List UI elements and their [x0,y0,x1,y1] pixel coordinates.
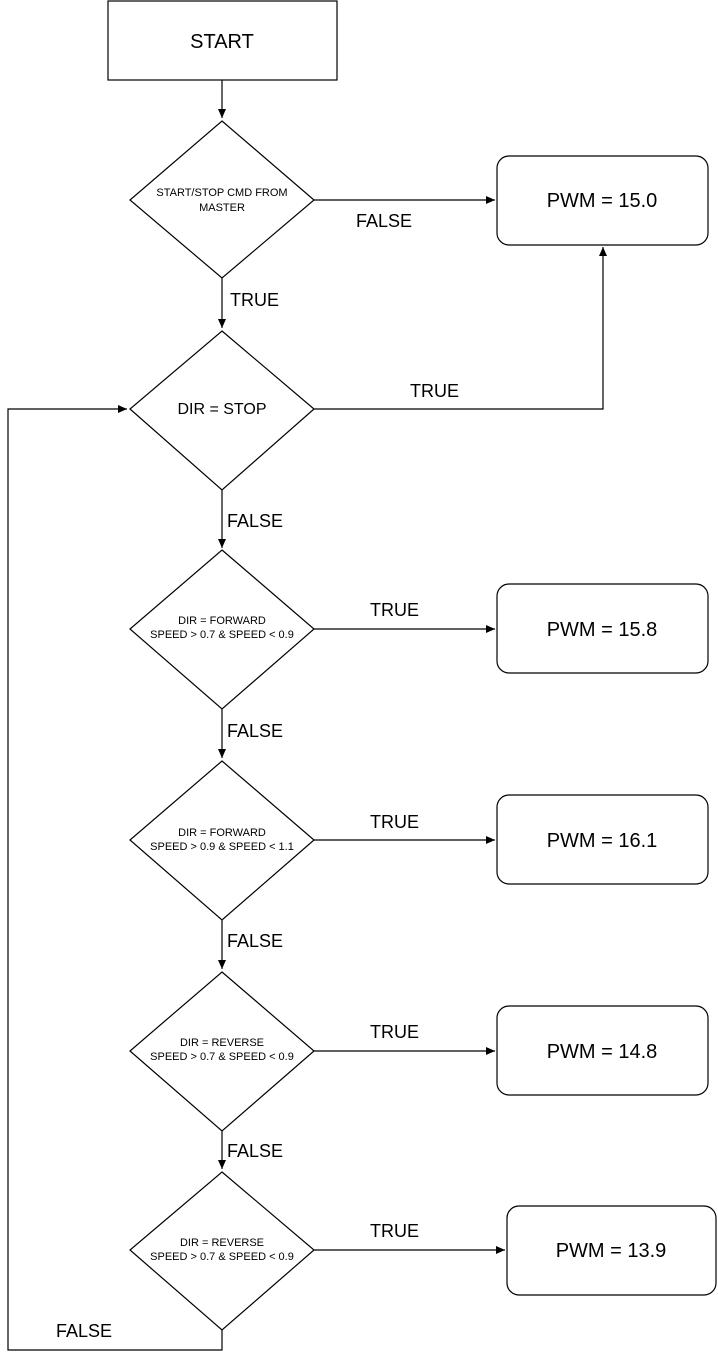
edge-label-fwd-high-false: FALSE [227,931,283,951]
edge-label-rev-2-false: FALSE [56,1321,112,1341]
edge-label-stop-true: TRUE [410,381,459,401]
pwm-13-9-label: PWM = 13.9 [556,1240,667,1262]
pwm-13-9-node: PWM = 13.9 [506,1205,717,1296]
pwm-16-1-label: PWM = 16.1 [547,830,658,852]
decision-reverse-2-line1: DIR = REVERSE [180,1237,264,1249]
edge-label-fwd-high-true: TRUE [370,812,419,832]
start-node: START [107,0,338,81]
decision-dir-stop-label: DIR = STOP [177,401,266,418]
edge-stop-true [314,247,607,410]
decision-reverse-1-line2: SPEED > 0.7 & SPEED < 0.9 [150,1051,294,1063]
edge-rev-2-false [7,405,223,1351]
decision-reverse-2: DIR = REVERSE SPEED > 0.7 & SPEED < 0.9 [129,1171,315,1331]
edge-label-rev-2-true: TRUE [370,1221,419,1241]
decision-forward-high-line1: DIR = FORWARD [178,827,266,839]
edge-label-master-false: FALSE [356,211,412,231]
pwm-15-8-label: PWM = 15.8 [547,619,658,641]
decision-dir-stop: DIR = STOP [129,330,315,491]
decision-reverse-1: DIR = REVERSE SPEED > 0.7 & SPEED < 0.9 [129,971,315,1132]
edge-label-fwd-low-false: FALSE [227,721,283,741]
edge-label-stop-false: FALSE [227,511,283,531]
edge-label-rev-1-true: TRUE [370,1022,419,1042]
start-label: START [190,31,254,53]
decision-reverse-1-line1: DIR = REVERSE [180,1037,264,1049]
pwm-15-0-node: PWM = 15.0 [496,155,709,246]
decision-forward-low: DIR = FORWARD SPEED > 0.7 & SPEED < 0.9 [129,549,315,710]
decision-forward-high-line2: SPEED > 0.9 & SPEED < 1.1 [150,841,294,853]
decision-reverse-2-line2: SPEED > 0.7 & SPEED < 0.9 [150,1251,294,1263]
decision-forward-low-line2: SPEED > 0.7 & SPEED < 0.9 [150,629,294,641]
pwm-14-8-label: PWM = 14.8 [547,1041,658,1063]
pwm-16-1-node: PWM = 16.1 [496,794,709,885]
decision-forward-high: DIR = FORWARD SPEED > 0.9 & SPEED < 1.1 [129,760,315,921]
decision-master-cmd: START/STOP CMD FROM MASTER [129,120,315,279]
decision-forward-low-line1: DIR = FORWARD [178,615,266,627]
decision-master-cmd-line1: START/STOP CMD FROM [156,187,287,199]
pwm-14-8-node: PWM = 14.8 [496,1005,709,1096]
pwm-15-0-label: PWM = 15.0 [547,190,658,212]
edge-label-master-true: TRUE [230,290,279,310]
edge-label-fwd-low-true: TRUE [370,600,419,620]
edge-label-rev-1-false: FALSE [227,1141,283,1161]
pwm-15-8-node: PWM = 15.8 [496,583,709,674]
decision-master-cmd-line2: MASTER [199,202,245,214]
